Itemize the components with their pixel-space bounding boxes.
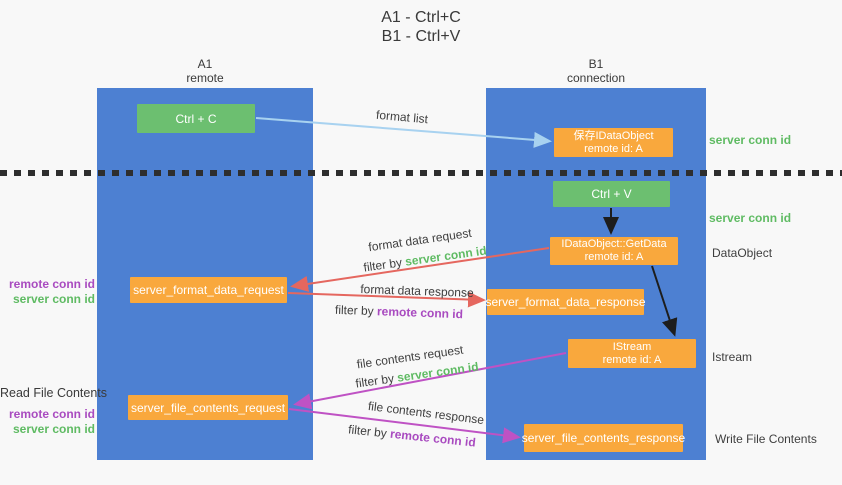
idataobject-getdata-box: IDataObject::GetData remote id: A bbox=[550, 237, 678, 265]
ctrl-c-box: Ctrl + C bbox=[137, 104, 255, 133]
server-conn-id-label: server conn id bbox=[12, 422, 95, 436]
ctrl-v-label: Ctrl + V bbox=[591, 187, 632, 201]
dataobject-label: DataObject bbox=[712, 246, 773, 260]
server-format-data-request-box: server_format_data_request bbox=[130, 277, 287, 303]
write-file-contents-label: Write File Contents bbox=[715, 432, 817, 446]
server-conn-id-label: server conn id bbox=[12, 292, 95, 306]
remote-conn-id-keyword: remote conn id bbox=[376, 304, 464, 322]
server-file-contents-request-box: server_file_contents_request bbox=[128, 395, 288, 420]
file-contents-response-arrow bbox=[288, 408, 521, 444]
server-conn-id-label-right-1: server conn id bbox=[709, 133, 792, 147]
istream-box: IStream remote id: A bbox=[568, 339, 696, 368]
save-idataobject-line2: remote id: A bbox=[584, 142, 643, 155]
format-list-arrow bbox=[255, 117, 552, 148]
column-b1-name: B1 bbox=[588, 57, 604, 71]
istream-label: Istream bbox=[712, 350, 753, 364]
format-data-request-arrow bbox=[290, 247, 550, 292]
getdata-to-istream-arrow bbox=[651, 265, 678, 337]
diagram-title: A1 - Ctrl+C B1 - Ctrl+V bbox=[0, 8, 842, 46]
filter-prefix: filter by bbox=[334, 302, 378, 319]
title-line-2: B1 - Ctrl+V bbox=[381, 28, 461, 45]
file-response-label: server_file_contents_response bbox=[521, 431, 686, 445]
ctrl-c-label: Ctrl + C bbox=[175, 111, 217, 126]
istream-line1: IStream bbox=[612, 340, 652, 353]
column-header-b1: B1 connection bbox=[486, 57, 706, 85]
server-file-contents-response-box: server_file_contents_response bbox=[521, 424, 686, 452]
server-conn-id-label-right-2: server conn id bbox=[709, 211, 792, 225]
column-a1-subtitle: remote bbox=[186, 71, 224, 85]
getdata-line2: remote id: A bbox=[584, 251, 644, 263]
title-line-1: A1 - Ctrl+C bbox=[381, 9, 461, 26]
getdata-line1: IDataObject::GetData bbox=[561, 238, 667, 250]
column-b1-subtitle: connection bbox=[566, 71, 626, 85]
column-header-a1: A1 remote bbox=[97, 57, 313, 85]
ctrl-v-box: Ctrl + V bbox=[553, 181, 670, 207]
save-idataobject-line1: 保存IDataObject bbox=[573, 129, 654, 142]
server-format-data-response-box: server_format_data_response bbox=[485, 289, 646, 315]
file-request-label: server_file_contents_request bbox=[130, 400, 286, 415]
istream-line2: remote id: A bbox=[602, 353, 662, 366]
dotted-divider-line bbox=[0, 170, 842, 176]
read-file-contents-label: Read File Contents bbox=[0, 386, 108, 400]
save-idataobject-box: 保存IDataObject remote id: A bbox=[554, 128, 673, 157]
format-data-response-arrow bbox=[287, 291, 486, 308]
column-a1-name: A1 bbox=[197, 57, 213, 71]
conn-id-pair-1: remote conn id server conn id bbox=[0, 277, 95, 307]
file-contents-request-arrow bbox=[293, 352, 567, 410]
remote-conn-id-label: remote conn id bbox=[8, 407, 95, 421]
remote-conn-id-label: remote conn id bbox=[8, 277, 95, 291]
conn-id-pair-2: remote conn id server conn id bbox=[0, 407, 95, 437]
format-response-label: server_format_data_response bbox=[485, 295, 646, 309]
format-request-label: server_format_data_request bbox=[133, 283, 284, 297]
